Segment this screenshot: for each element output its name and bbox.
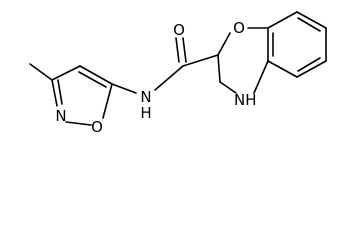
ring-oxygen-label: O bbox=[233, 19, 245, 37]
amide-hydrogen-label: H bbox=[140, 104, 151, 122]
ring-nh-label: NH bbox=[234, 91, 257, 109]
oxazine-ring bbox=[217, 27, 269, 94]
isoxazole-oxygen-label: O bbox=[91, 118, 103, 136]
amide-nitrogen-label: N bbox=[140, 88, 151, 106]
benzene-ring bbox=[267, 11, 327, 78]
isoxazole-nitrogen-label: N bbox=[55, 107, 66, 125]
structure-canvas: O O N H NH N O bbox=[29, 11, 327, 136]
carbonyl-oxygen-label: O bbox=[173, 21, 185, 39]
amide-group bbox=[111, 37, 219, 94]
methyl-group bbox=[29, 63, 53, 81]
chemical-structure: O O N H NH N O bbox=[29, 11, 327, 136]
isoxazole-ring bbox=[51, 65, 113, 126]
